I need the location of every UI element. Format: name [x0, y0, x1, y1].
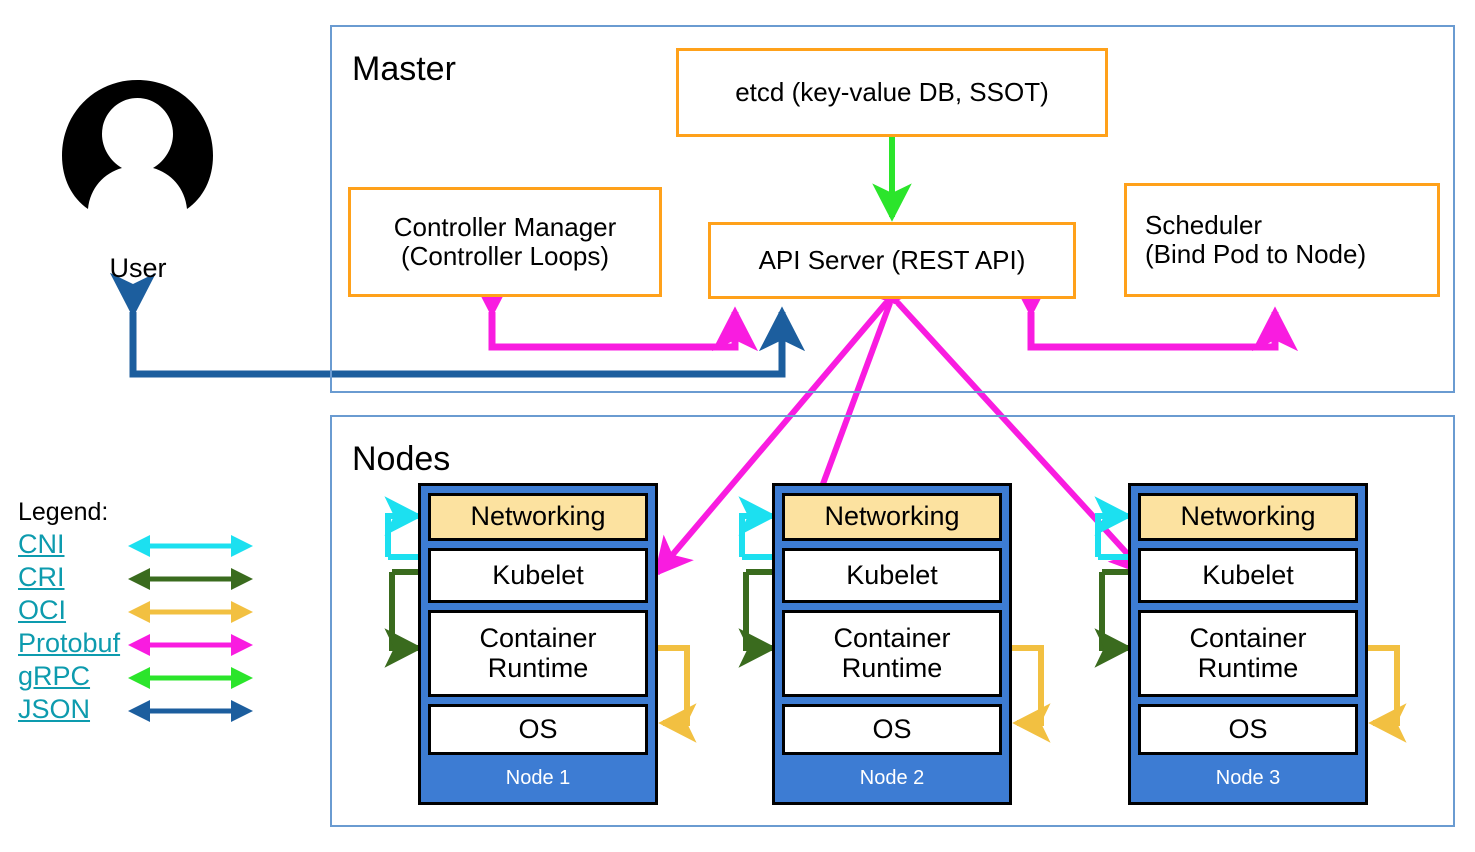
- legend-row-oci: OCI: [18, 595, 278, 629]
- node-1-networking-layer[interactable]: Networking: [428, 493, 648, 541]
- nodes-group-title: Nodes: [352, 440, 451, 478]
- legend-row-protobuf: Protobuf: [18, 628, 278, 662]
- node-2-kubelet-layer[interactable]: Kubelet: [782, 548, 1002, 603]
- legend-row-cri: CRI: [18, 562, 278, 596]
- master-group-title: Master: [352, 50, 456, 88]
- legend-arrow-cri: [128, 568, 253, 590]
- etcd-box[interactable]: etcd (key-value DB, SSOT): [676, 48, 1108, 137]
- etcd-label: etcd (key-value DB, SSOT): [735, 76, 1049, 107]
- legend-arrow-grpc: [128, 667, 253, 689]
- node-2[interactable]: Networking Kubelet Container Runtime OS …: [772, 483, 1012, 805]
- legend-arrow-cni: [128, 535, 253, 557]
- master-group: [330, 25, 1455, 393]
- legend-label-protobuf[interactable]: Protobuf: [18, 628, 121, 658]
- legend-arrow-oci: [128, 601, 253, 623]
- scheduler-box[interactable]: Scheduler (Bind Pod to Node): [1124, 183, 1440, 297]
- user-avatar-icon: [62, 80, 213, 209]
- legend-row-grpc: gRPC: [18, 661, 278, 695]
- node-2-container-runtime-layer[interactable]: Container Runtime: [782, 610, 1002, 697]
- node-1-kubelet-layer[interactable]: Kubelet: [428, 548, 648, 603]
- legend-row-json: JSON: [18, 694, 278, 728]
- node-3-networking-layer[interactable]: Networking: [1138, 493, 1358, 541]
- node-1[interactable]: Networking Kubelet Container Runtime OS …: [418, 483, 658, 805]
- scheduler-label: Scheduler (Bind Pod to Node): [1145, 209, 1367, 269]
- node-3-kubelet-layer[interactable]: Kubelet: [1138, 548, 1358, 603]
- node-3-os-layer[interactable]: OS: [1138, 704, 1358, 755]
- legend-title: Legend:: [18, 498, 109, 526]
- legend: Legend: CNI CRI OCI: [18, 500, 278, 728]
- node-2-label: Node 2: [859, 767, 925, 789]
- api-server-label: API Server (REST API): [758, 244, 1026, 275]
- legend-row-cni: CNI: [18, 529, 278, 563]
- node-2-os-layer[interactable]: OS: [782, 704, 1002, 755]
- legend-label-json[interactable]: JSON: [18, 694, 91, 724]
- node-1-os-layer[interactable]: OS: [428, 704, 648, 755]
- legend-label-cri[interactable]: CRI: [18, 562, 65, 592]
- api-server-box[interactable]: API Server (REST API): [708, 222, 1076, 299]
- controller-manager-box[interactable]: Controller Manager (Controller Loops): [348, 187, 662, 297]
- node-1-container-runtime-layer[interactable]: Container Runtime: [428, 610, 648, 697]
- node-3-label: Node 3: [1215, 767, 1281, 789]
- node-1-label: Node 1: [505, 767, 571, 789]
- legend-label-cni[interactable]: CNI: [18, 529, 65, 559]
- legend-label-oci[interactable]: OCI: [18, 595, 67, 625]
- nodes-group: [330, 415, 1455, 827]
- user-label: User: [109, 253, 167, 283]
- node-3[interactable]: Networking Kubelet Container Runtime OS …: [1128, 483, 1368, 805]
- legend-arrow-protobuf: [128, 634, 253, 656]
- controller-manager-label: Controller Manager (Controller Loops): [393, 211, 617, 271]
- legend-arrow-json: [128, 700, 253, 722]
- node-2-networking-layer[interactable]: Networking: [782, 493, 1002, 541]
- legend-label-grpc[interactable]: gRPC: [18, 661, 91, 691]
- node-3-container-runtime-layer[interactable]: Container Runtime: [1138, 610, 1358, 697]
